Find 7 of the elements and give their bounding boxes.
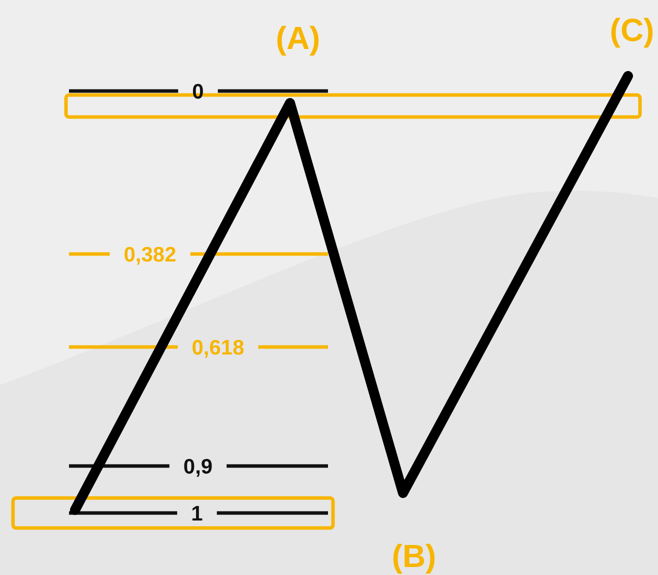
- point-label: (C): [610, 14, 654, 46]
- point-label: (B): [392, 540, 436, 572]
- level-label: 0,9: [183, 456, 213, 478]
- point-label: (A): [276, 22, 320, 54]
- level-label: 1: [191, 504, 203, 524]
- level-label: 0,382: [124, 244, 176, 266]
- level-label: 0,618: [192, 338, 244, 358]
